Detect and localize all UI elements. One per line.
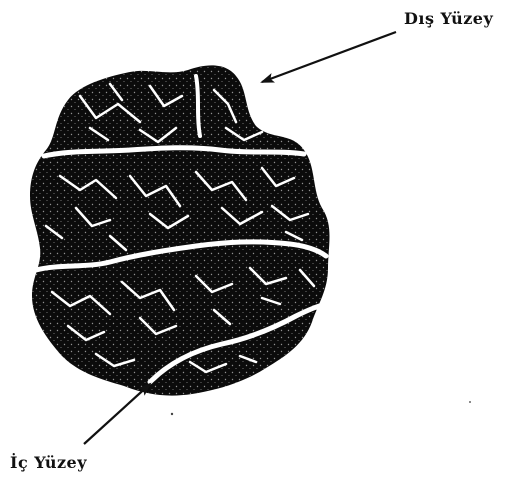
particle-texture	[30, 65, 330, 395]
inner-surface-label: İç Yüzey	[10, 453, 87, 472]
inner-surface-arrow	[84, 384, 150, 444]
outer-surface-arrow	[262, 32, 396, 82]
outer-surface-label: Dış Yüzey	[404, 9, 493, 28]
scan-speck	[469, 401, 471, 403]
scan-speck	[171, 413, 173, 415]
